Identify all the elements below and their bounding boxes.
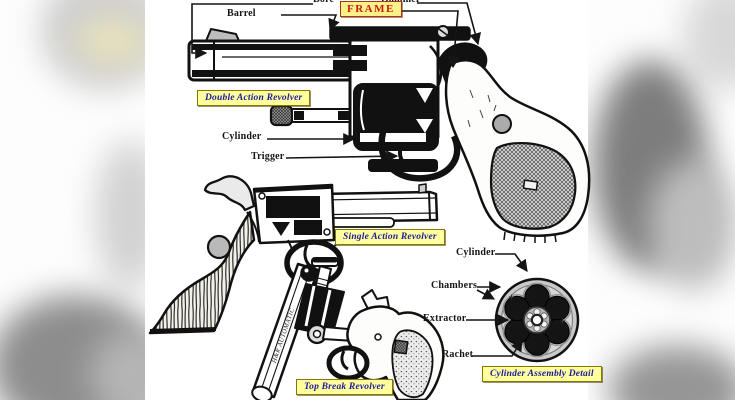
blur-blob xyxy=(75,18,145,63)
single-action-caption: Single Action Revolver xyxy=(335,229,445,245)
blurred-backdrop-left xyxy=(0,0,145,400)
detail-rachet-label: Rachet xyxy=(442,349,474,360)
top-break-revolver-art: H&R AUTOMATIC xyxy=(251,257,445,400)
frame-leader xyxy=(384,10,460,69)
bore-leader xyxy=(191,3,313,59)
callout-leader-lines xyxy=(191,2,528,357)
hammer-leader xyxy=(417,2,481,46)
barrel-leader xyxy=(281,14,340,32)
barrel-label: Barrel xyxy=(227,8,256,19)
chambers xyxy=(502,282,572,358)
blur-blob xyxy=(95,140,145,290)
double-action-caption: Double Action Revolver xyxy=(197,90,311,106)
single-action-revolver-art xyxy=(148,175,439,335)
index-marks xyxy=(509,294,565,324)
blur-blob xyxy=(648,160,735,290)
frame-label-box: FRAME xyxy=(340,1,402,17)
chambers-leader-2 xyxy=(476,288,496,300)
double-action-revolver-art xyxy=(187,25,591,243)
cylinder-assembly-detail-art xyxy=(494,277,580,363)
blurred-backdrop-right xyxy=(588,0,735,400)
detail-cylinder-leader xyxy=(495,253,528,272)
trigger-leader xyxy=(285,150,399,163)
rachet-leader xyxy=(472,338,523,357)
top-break-caption: Top Break Revolver xyxy=(296,379,393,395)
trigger-label: Trigger xyxy=(251,151,285,162)
detail-extractor-label: Extractor xyxy=(423,313,467,324)
center-pin-hole xyxy=(530,313,544,327)
cylinder-label: Cylinder xyxy=(222,131,262,142)
bore-label: Bore xyxy=(313,0,334,5)
detail-chambers-label: Chambers xyxy=(431,280,478,291)
detail-cylinder-label: Cylinder xyxy=(456,247,496,258)
cylinder-detail-caption: Cylinder Assembly Detail xyxy=(482,366,602,382)
